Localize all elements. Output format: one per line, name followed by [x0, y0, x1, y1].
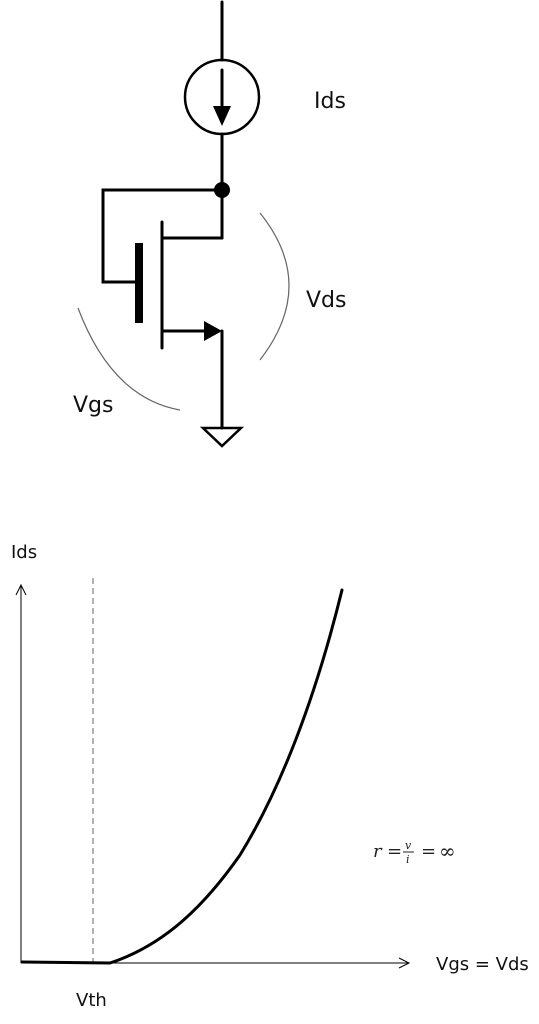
x-axis-arrow-icon	[398, 957, 411, 969]
ground-icon	[199, 426, 245, 448]
y-axis-arrow-icon	[15, 583, 27, 596]
equation-denominator: i	[406, 853, 410, 866]
nmos-transistor-icon	[135, 220, 224, 350]
current-source-label: Ids	[314, 89, 346, 114]
y-axis-label: Ids	[11, 542, 37, 563]
equation-numerator: v	[405, 839, 412, 852]
resistance-equation: r = v i = ∞	[373, 839, 456, 866]
equation-equals-1: =	[387, 841, 402, 862]
circuit-schematic	[101, 0, 261, 448]
vds-arc	[259, 212, 290, 361]
vgs-label: Vgs	[73, 393, 113, 418]
equation-r: r	[373, 841, 383, 862]
gate-drain-connection	[101, 188, 224, 284]
threshold-label: Vth	[76, 990, 107, 1011]
x-axis-label: Vgs = Vds	[436, 954, 529, 975]
vgs-arc	[77, 307, 181, 411]
equation-infinity: ∞	[439, 839, 456, 863]
ids-curve	[20, 588, 344, 965]
equation-equals-2: =	[421, 841, 436, 862]
iv-graph: Ids Vgs = Vds Vth r = v i = ∞	[11, 542, 529, 1011]
vds-label: Vds	[306, 288, 346, 313]
current-source-icon	[183, 58, 261, 136]
